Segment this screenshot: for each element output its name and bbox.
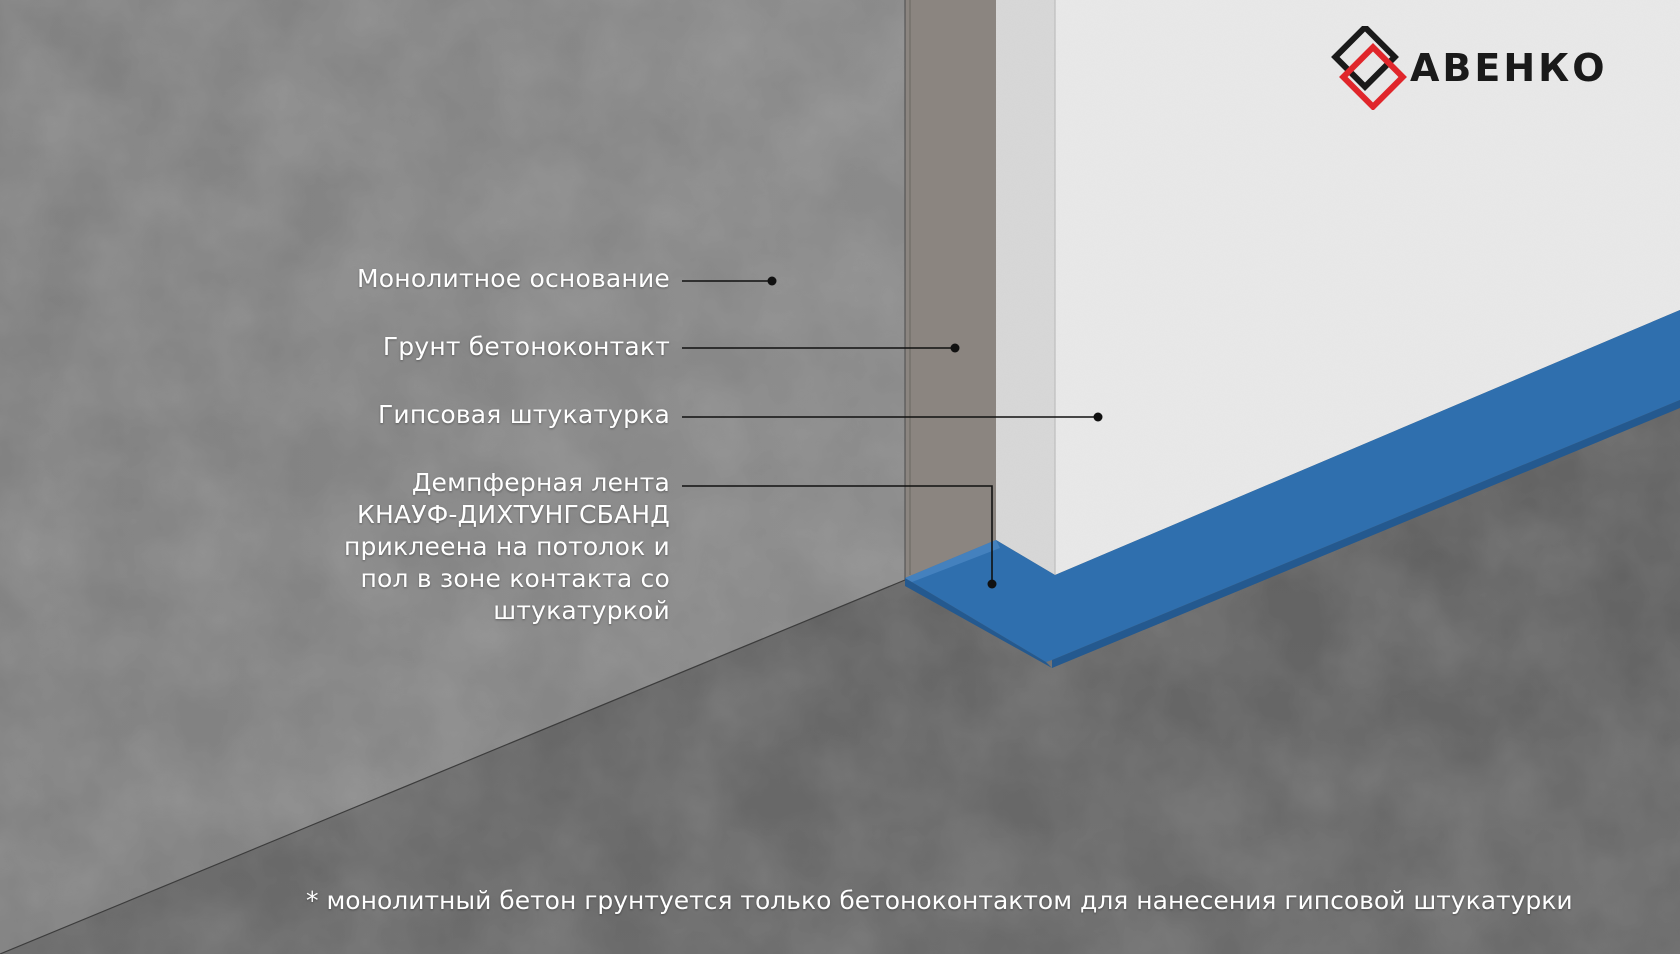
leader-tape [682, 485, 993, 584]
leader-dot-tape [987, 579, 997, 589]
label-monolithic-base: Монолитное основание [357, 263, 670, 295]
label-damper-tape: Демпферная лента КНАУФ-ДИХТУНГСБАНД прик… [344, 467, 670, 627]
label-text: Монолитное основание [357, 264, 670, 293]
label-line: КНАУФ-ДИХТУНГСБАНД [357, 500, 670, 529]
leader-dot-primer [950, 343, 960, 353]
label-text: Гипсовая штукатурка [377, 400, 670, 429]
damper-tape [905, 310, 1680, 662]
brand-mark-icon [1331, 26, 1407, 110]
primer-layer [905, 0, 996, 580]
label-line: пол в зоне контакта со [360, 564, 670, 593]
brand-name: АВЕНКО [1410, 46, 1608, 90]
label-gypsum-plaster: Гипсовая штукатурка [378, 399, 670, 431]
label-primer: Грунт бетоноконтакт [383, 331, 670, 363]
label-line: приклеена на потолок и [344, 532, 670, 561]
brand-logo: АВЕНКО [1326, 26, 1646, 110]
footnote: * монолитный бетон грунтуется только бет… [306, 886, 1573, 915]
leader-dot-plaster [1093, 412, 1103, 422]
label-line: штукатуркой [493, 596, 670, 625]
leader-lines [682, 280, 1098, 584]
label-line: Демпферная лента [411, 468, 670, 497]
label-text: Грунт бетоноконтакт [382, 332, 670, 361]
leader-dot-base [767, 276, 777, 286]
